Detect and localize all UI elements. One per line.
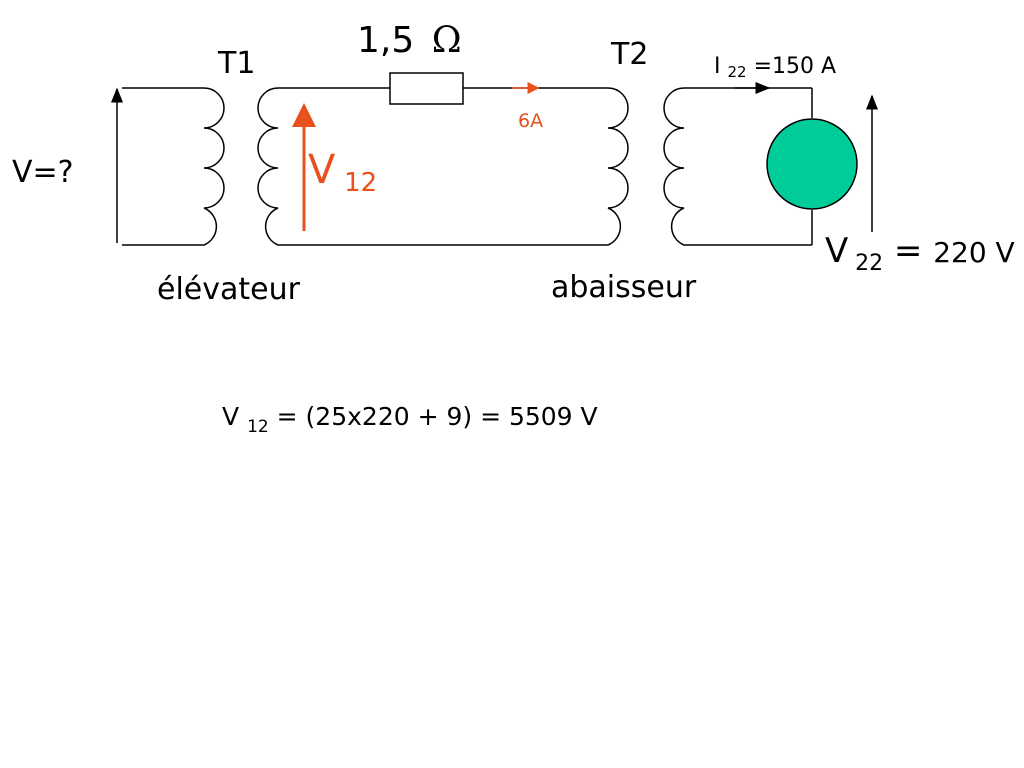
- t2-label: T2: [610, 37, 648, 72]
- resistor: [389, 72, 464, 105]
- load: [766, 118, 858, 210]
- t1-secondary-winding: [257, 87, 279, 246]
- t2-primary-winding: [607, 87, 629, 246]
- v12-label: V 12: [308, 147, 377, 198]
- t2-secondary-winding: [663, 87, 812, 246]
- t1-primary-winding: [122, 87, 225, 246]
- input-voltage-label: V=?: [12, 155, 74, 190]
- elevateur-label: élévateur: [157, 272, 301, 307]
- resistor-label: 1,5 Ω: [357, 20, 462, 61]
- equation: V 12 = (25x220 + 9) = 5509 V: [222, 402, 598, 438]
- current-label: 6A: [518, 110, 543, 132]
- i22-label: I 22 =150 A: [714, 54, 836, 83]
- output-voltage-label: V 22 = 220 V: [825, 231, 1015, 279]
- t1-label: T1: [217, 46, 255, 81]
- abaisseur-label: abaisseur: [551, 270, 697, 305]
